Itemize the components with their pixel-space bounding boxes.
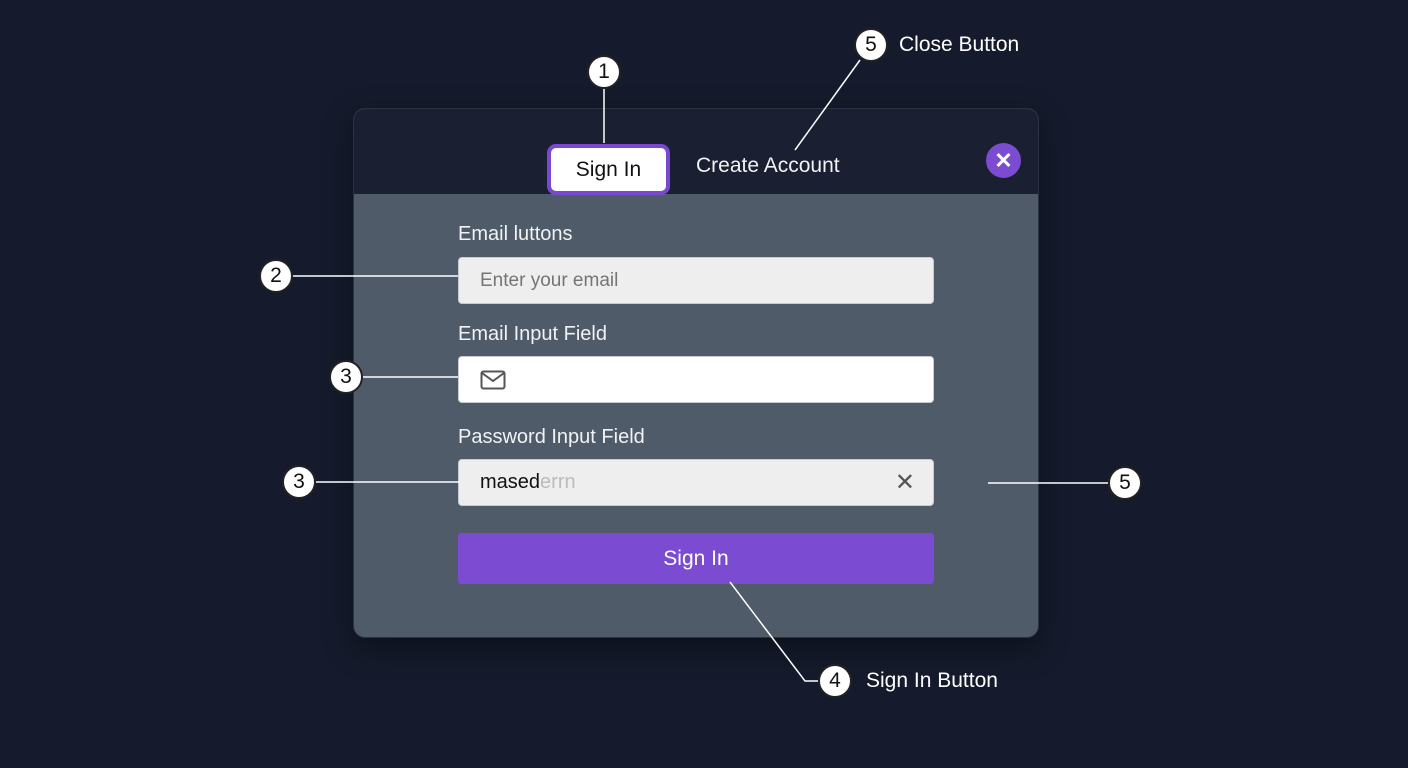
email-label: Email luttons [458,223,573,245]
annotation-marker: 4 [818,664,852,698]
annotation-label: Sign In Button [866,669,998,692]
close-icon: ✕ [994,147,1013,173]
tab-create-account[interactable]: Create Account [696,154,840,177]
annotation-marker: 1 [587,55,621,89]
clear-icon[interactable]: ✕ [894,469,915,496]
email-input[interactable] [458,257,934,304]
annotation-marker: 5 [854,28,888,62]
annotation-marker: 3 [329,360,363,394]
email2-label: Email Input Field [458,323,607,345]
close-button[interactable]: ✕ [986,143,1021,178]
password-faded: errn [540,471,576,493]
annotation-label: Close Button [899,33,1020,56]
password-label: Password Input Field [458,426,645,448]
annotation-marker: 2 [259,259,293,293]
password-value: mased [480,471,541,493]
auth-modal: Sign In Create Account ✕ Email luttons E… [353,108,1039,638]
email2-input[interactable] [458,356,934,403]
modal-header [354,109,1038,194]
password-input[interactable]: masederrn ✕ [458,459,934,506]
sign-in-button[interactable]: Sign In [458,533,934,584]
mail-icon [480,370,506,389]
annotation-marker: 3 [282,465,316,499]
annotation-marker: 5 [1108,466,1142,500]
tab-sign-in[interactable]: Sign In [547,144,670,195]
